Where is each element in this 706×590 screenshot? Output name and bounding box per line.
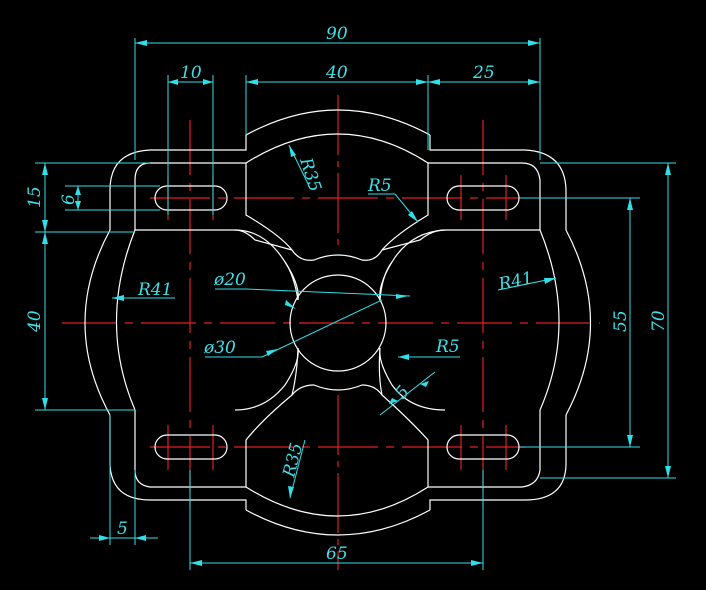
label-dim-70: 70 (649, 310, 669, 332)
outline-top-right-shoulder (429, 135, 567, 230)
leader-d20-arrow-a (285, 300, 296, 309)
inner-lower-pocket (245, 384, 429, 517)
label-r41-left: R41 (137, 280, 172, 300)
outline-bottom-arc (245, 509, 431, 536)
label-dim-40-left: 40 (25, 310, 45, 333)
slot-bottom-left (154, 434, 228, 460)
inner-left-arc (115, 229, 136, 411)
dim-10-arrow-left (168, 79, 178, 85)
label-dim-25: 25 (472, 63, 495, 83)
dim-15-arrow-bottom (42, 220, 48, 232)
label-dim-5-bottom: 5 (117, 519, 128, 539)
dim-55-arrow-top (627, 198, 633, 210)
leader-r41-right-arrow (544, 278, 556, 284)
dim-90-arrow-right (528, 40, 540, 46)
leader-d20-diag (245, 288, 411, 297)
label-r5-upper: R5 (367, 176, 392, 196)
leader-r35-bottom-arrow (288, 486, 294, 498)
dim-55-arrow-bottom (627, 435, 633, 447)
label-dim-15: 15 (25, 186, 45, 208)
inner-fillet-right-bottom (378, 347, 383, 396)
slot-top-left (154, 185, 228, 211)
dim-10-arrow-right (203, 79, 213, 85)
label-dim-10: 10 (180, 63, 202, 83)
dim-5-web-arrow-a (389, 398, 398, 404)
label-dim-40-top: 40 (325, 63, 348, 83)
label-dim-55: 55 (611, 310, 631, 332)
leader-d20-arrow-b (396, 294, 408, 299)
bore-circle-outer (289, 274, 387, 372)
inner-upper-pocket (245, 133, 429, 261)
dimension-lines (35, 38, 676, 570)
dim-40-left-arrow-bottom (42, 398, 48, 410)
dim-25-arrow-right (528, 79, 540, 85)
outline-left-arc (84, 229, 111, 416)
dim-70-arrow-bottom (665, 466, 671, 478)
leader-d30-diag (261, 299, 383, 358)
inner-fillet-right-top (379, 261, 393, 301)
label-dim-6: 6 (59, 194, 79, 205)
leader-d30-arrow (266, 349, 278, 356)
dim-5-web-arrow-b (420, 381, 429, 387)
leader-r5-lower-arrow (398, 354, 409, 360)
label-d20: ø20 (213, 270, 246, 290)
label-dim-90: 90 (326, 24, 348, 44)
label-dim-65: 65 (326, 544, 348, 564)
dim-5-bottom-arrow-right (135, 535, 146, 541)
slot-bottom-right (446, 434, 520, 460)
center-lines (62, 95, 600, 570)
inner-right-arc (539, 229, 560, 411)
dim-70-arrow-top (665, 163, 671, 175)
inner-right-web (379, 229, 446, 301)
dim-5-web-line (379, 371, 436, 416)
dim-15-arrow-top (42, 163, 48, 175)
label-r5-lower: R5 (435, 337, 460, 357)
dim-6-arrow-top (75, 186, 81, 195)
label-d30: ø30 (203, 338, 236, 358)
outline-top-left-shoulder (109, 135, 247, 230)
dim-65-arrow-left (190, 560, 202, 566)
leader-r35-top-arrow (289, 145, 296, 157)
outline-bottom-right-shoulder (429, 415, 567, 510)
outer-contour (84, 109, 591, 536)
inner-left-web (234, 229, 299, 301)
slot-top-right (446, 185, 520, 211)
dim-6-arrow-bottom (75, 201, 81, 210)
dim-5-bottom-arrow-left (99, 535, 110, 541)
inner-right-web-lower (379, 347, 446, 411)
inner-contour (115, 133, 560, 517)
dim-40-left-arrow-top (42, 232, 48, 244)
inner-fillet-left-top (284, 261, 299, 301)
inner-fillet-left-bottom (291, 347, 299, 396)
dim-90-arrow-left (135, 40, 147, 46)
outline-top-arc (245, 109, 431, 136)
inner-bottom-right-lobe (428, 410, 541, 488)
leader-r41-left-arrow (112, 295, 124, 301)
leader-r5-upper-arrow (408, 211, 418, 222)
dim-65-arrow-right (471, 560, 483, 566)
dim-40-top-arrow-left (246, 79, 258, 85)
slots (154, 185, 520, 460)
dim-40-top-arrow-right (416, 79, 428, 85)
dim-25-arrow-left (428, 79, 440, 85)
outline-right-arc (565, 229, 591, 416)
